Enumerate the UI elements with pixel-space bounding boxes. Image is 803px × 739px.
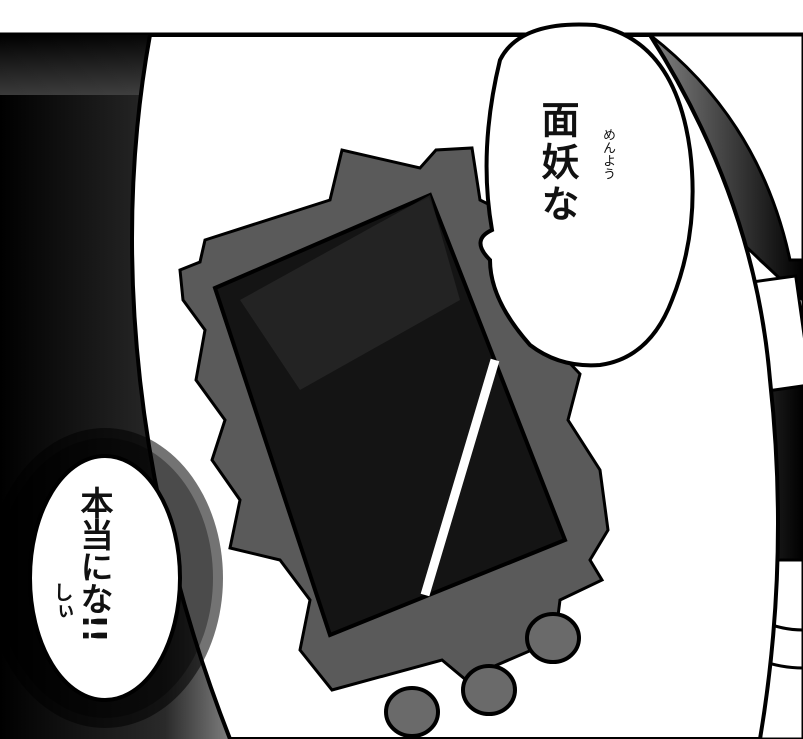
- bubble-top-right-text: 面妖な: [535, 100, 579, 226]
- button-left: [384, 686, 440, 738]
- button-right: [525, 612, 581, 664]
- screen-reflection: [240, 195, 460, 390]
- button-middle: [461, 664, 517, 716]
- screen-crack: [420, 358, 500, 597]
- speech-bubble-bottom-left: [28, 454, 182, 702]
- device-buttons: [384, 612, 581, 738]
- panel-top-gutter: [0, 0, 803, 33]
- bubble-bottom-left-text: 本当にな!!: [75, 486, 114, 643]
- bubble-bottom-left-trailing: しぃ: [50, 582, 74, 620]
- bubble-top-right-furigana: めんよう: [600, 128, 615, 180]
- speech-bubble-top-right: [478, 22, 695, 368]
